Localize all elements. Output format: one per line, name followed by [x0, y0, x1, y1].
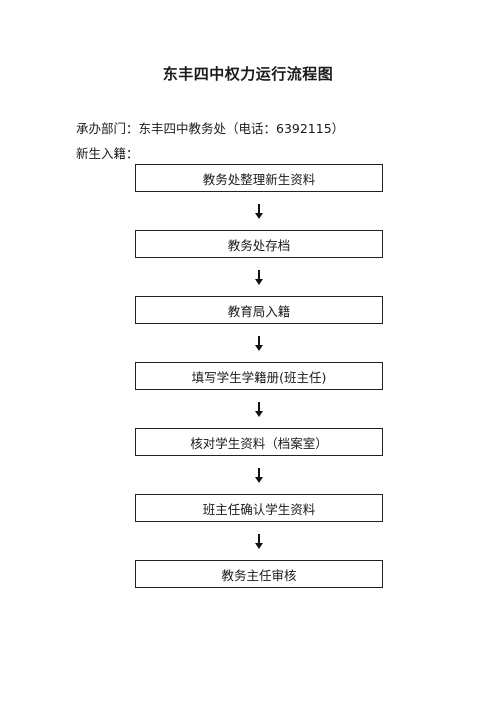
down-arrow-icon: [135, 522, 383, 560]
section-label: 新生入籍：: [76, 146, 139, 161]
down-arrow-icon: [135, 324, 383, 362]
flow-step-2: 教务处存档: [135, 230, 383, 258]
down-arrow-icon: [135, 258, 383, 296]
flow-step-1: 教务处整理新生资料: [135, 164, 383, 192]
flow-step-5: 核对学生资料（档案室）: [135, 428, 383, 456]
flow-step-7: 教务主任审核: [135, 560, 383, 588]
down-arrow-icon: [135, 192, 383, 230]
down-arrow-icon: [135, 390, 383, 428]
flow-step-4: 填写学生学籍册(班主任): [135, 362, 383, 390]
flow-step-3: 教育局入籍: [135, 296, 383, 324]
down-arrow-icon: [135, 456, 383, 494]
flowchart: 教务处整理新生资料 教务处存档 教育局入籍 填写学生学籍册(班主任) 核对学生资…: [135, 164, 383, 588]
flow-step-6: 班主任确认学生资料: [135, 494, 383, 522]
department-info: 承办部门：东丰四中教务处（电话：6392115）: [76, 121, 345, 136]
document-title: 东丰四中权力运行流程图: [162, 65, 334, 83]
